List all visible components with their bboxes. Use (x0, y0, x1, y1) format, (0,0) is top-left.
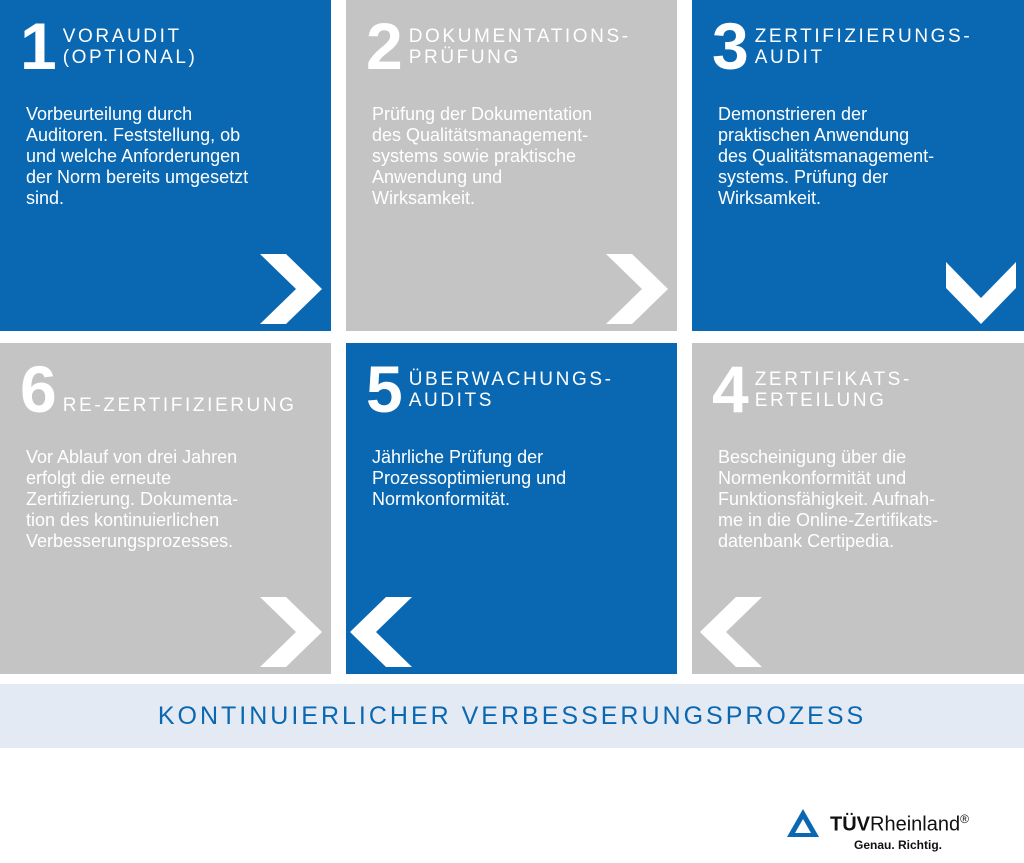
step-number: 4 (712, 352, 749, 426)
banner-text: Kontinuierlicher Verbesserungsprozess (157, 701, 867, 730)
tuv-rheinland-logo: TÜVRheinland® Genau. Richtig. (786, 808, 969, 854)
logo-name: TÜVRheinland® (830, 812, 969, 836)
step-title: Dokumentations- prüfung (408, 26, 631, 68)
step-title: Überwachungs- audits (408, 369, 614, 411)
step-title: Re-Zertifizierung (62, 395, 297, 416)
step-number: 2 (366, 9, 403, 83)
step-3-tile: 3 Zertifizierungs- audit Demonstrieren d… (692, 0, 1024, 331)
step-description: Demonstrieren der praktischen Anwendung … (718, 104, 935, 208)
step-description: Bescheinigung über die Normenkonformität… (718, 447, 939, 551)
step-title: Zertifizierungs- audit (754, 26, 973, 68)
step-title: Voraudit (optional) (62, 26, 198, 68)
chevron-left-icon (350, 597, 412, 667)
step-number: 3 (712, 9, 749, 83)
chevron-left-icon (700, 597, 762, 667)
step-number: 5 (366, 352, 403, 426)
tuv-triangle-icon (786, 808, 820, 843)
step-description: Prüfung der Dokumentation des Qualitätsm… (372, 104, 593, 208)
step-number: 6 (20, 352, 57, 426)
step-description: Vor Ablauf von drei Jahren erfolgt die e… (26, 447, 239, 551)
step-6-tile: 6 Re-Zertifizierung Vor Ablauf von drei … (0, 343, 331, 674)
step-description: Jährliche Prüfung der Prozessoptimierung… (372, 447, 567, 509)
step-4-tile: 4 Zertifikats- erteilung Bescheinigung ü… (692, 343, 1024, 674)
chevron-right-icon (606, 254, 668, 324)
logo-slogan: Genau. Richtig. (854, 837, 943, 852)
chevron-right-icon (260, 254, 322, 324)
step-5-tile: 5 Überwachungs- audits Jährliche Prüfung… (346, 343, 677, 674)
step-title: Zertifikats- erteilung (754, 369, 912, 411)
step-1-tile: 1 Voraudit (optional) Vorbeurteilung dur… (0, 0, 331, 331)
continuous-improvement-banner: Kontinuierlicher Verbesserungsprozess (0, 684, 1024, 748)
step-description: Vorbeurteilung durch Auditoren. Feststel… (26, 104, 249, 208)
step-number: 1 (20, 9, 57, 83)
step-2-tile: 2 Dokumentations- prüfung Prüfung der Do… (346, 0, 677, 331)
chevron-right-icon (260, 597, 322, 667)
chevron-down-icon (946, 262, 1016, 324)
